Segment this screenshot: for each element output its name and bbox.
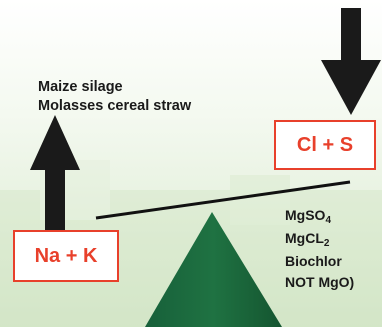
feed-list: Maize silage Molasses cereal straw	[38, 78, 191, 116]
fulcrum-triangle	[145, 212, 282, 327]
supplement-mgcl2: MgCL2	[285, 230, 330, 249]
balance-beam	[95, 180, 351, 220]
anion-label: Cl + S	[296, 133, 354, 156]
cation-box: Na + K	[13, 230, 119, 282]
feed-molasses-cereal-straw: Molasses cereal straw	[38, 98, 192, 114]
cation-label: Na + K	[34, 244, 98, 267]
supplement-list: MgSO4 MgCL2 Biochlor NOT MgO)	[285, 205, 354, 293]
feed-maize-silage: Maize silage	[38, 79, 123, 95]
supplement-not-mgo: NOT MgO)	[285, 274, 355, 290]
down-arrow-icon	[321, 8, 381, 115]
up-arrow-icon	[30, 115, 80, 233]
anion-box: Cl + S	[274, 120, 376, 170]
supplement-mgso4: MgSO4	[285, 207, 332, 226]
supplement-biochlor: Biochlor	[285, 253, 342, 269]
